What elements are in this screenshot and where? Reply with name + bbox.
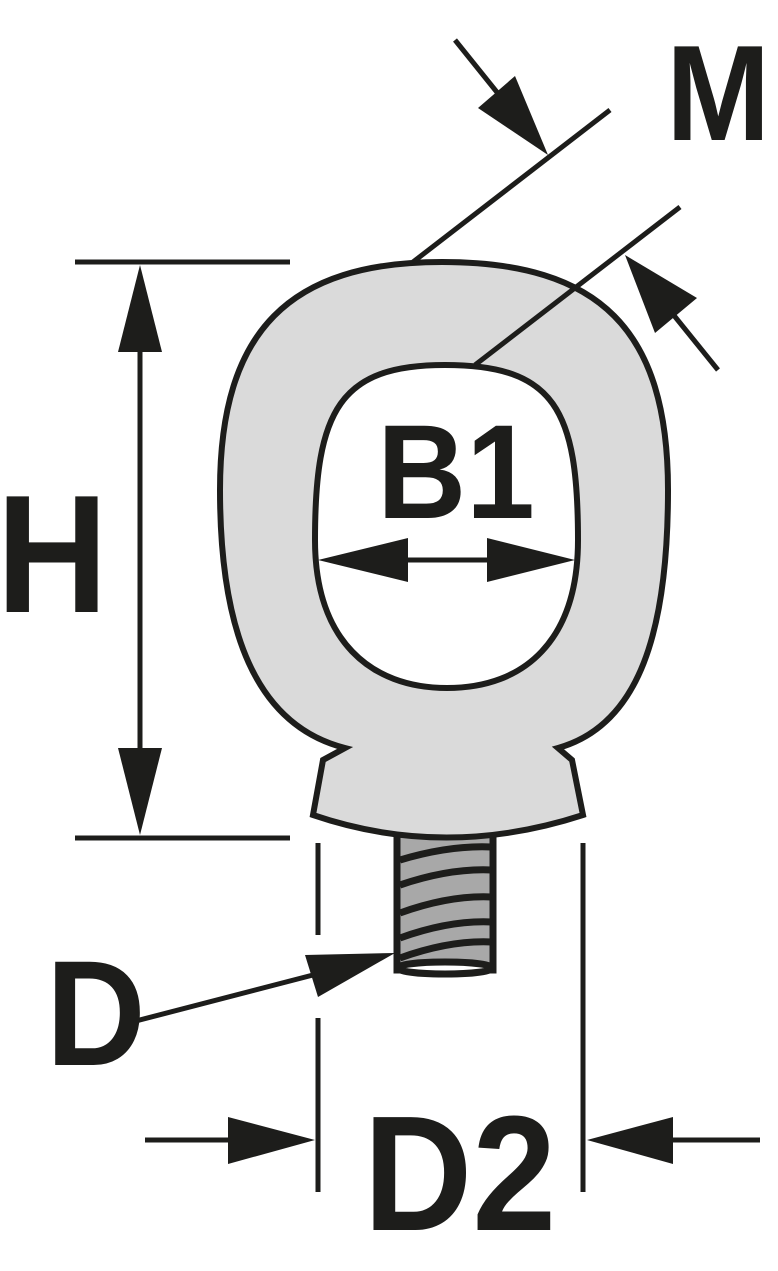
- label-d: D: [46, 930, 146, 1098]
- thread-diameter-leader: [131, 953, 395, 1025]
- arrow-left-icon: [587, 1117, 673, 1164]
- label-m: M: [666, 17, 770, 169]
- inner-width-dimension: [318, 538, 575, 582]
- label-b1: B1: [377, 397, 535, 547]
- arrow-in-icon: [625, 255, 697, 333]
- label-h: H: [0, 461, 108, 648]
- arrow-icon: [305, 953, 395, 997]
- threaded-shank: [393, 826, 497, 978]
- collar-diameter-dimension: [145, 843, 760, 1192]
- arrow-in-icon: [478, 76, 548, 155]
- eye-hole: [311, 361, 582, 692]
- arrow-left-icon: [318, 538, 408, 582]
- thread-size-dimension: [411, 38, 720, 372]
- arrow-down-icon: [118, 748, 162, 835]
- arrow-right-icon: [487, 538, 575, 582]
- height-dimension: [75, 259, 290, 841]
- arrow-right-icon: [228, 1117, 315, 1164]
- arrow-up-icon: [118, 265, 162, 352]
- label-d2: D2: [363, 1082, 556, 1265]
